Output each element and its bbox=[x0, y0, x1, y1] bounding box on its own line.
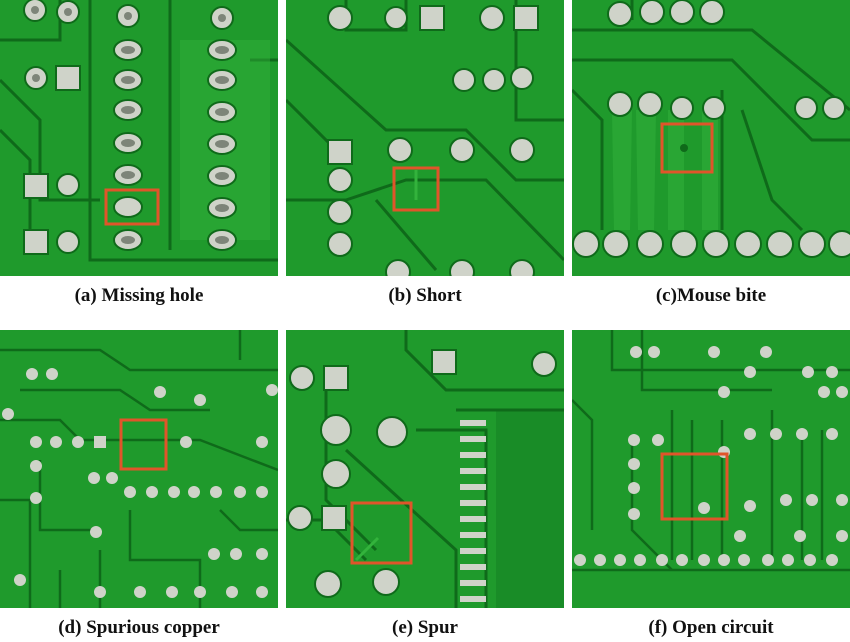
defect-marker bbox=[660, 452, 729, 521]
caption-open-circuit: (f) Open circuit bbox=[648, 617, 774, 638]
panel-missing-hole bbox=[0, 0, 278, 276]
pcb-image-missing-hole bbox=[0, 0, 278, 276]
panel-mouse-bite bbox=[572, 0, 850, 276]
defect-marker bbox=[104, 188, 160, 226]
caption-mouse-bite: (c)Mouse bite bbox=[655, 285, 767, 306]
panel-spurious-copper bbox=[0, 330, 278, 608]
pcb-image-short bbox=[286, 0, 564, 276]
caption-short: (b) Short bbox=[388, 285, 462, 306]
caption-spur: (e) Spur bbox=[392, 617, 458, 638]
defect-marker bbox=[392, 166, 440, 212]
pcb-image-spurious-copper bbox=[0, 330, 278, 608]
pcb-image-spur bbox=[286, 330, 564, 608]
caption-missing-hole: (a) Missing hole bbox=[74, 285, 204, 306]
panel-short bbox=[286, 0, 564, 276]
pcb-image-open-circuit bbox=[572, 330, 850, 608]
panel-spur bbox=[286, 330, 564, 608]
defect-marker bbox=[660, 122, 714, 174]
panel-open-circuit bbox=[572, 330, 850, 608]
defect-marker bbox=[350, 501, 413, 565]
pcb-image-mouse-bite bbox=[572, 0, 850, 276]
defect-marker bbox=[119, 418, 168, 471]
caption-spurious-copper: (d) Spurious copper bbox=[58, 617, 220, 638]
